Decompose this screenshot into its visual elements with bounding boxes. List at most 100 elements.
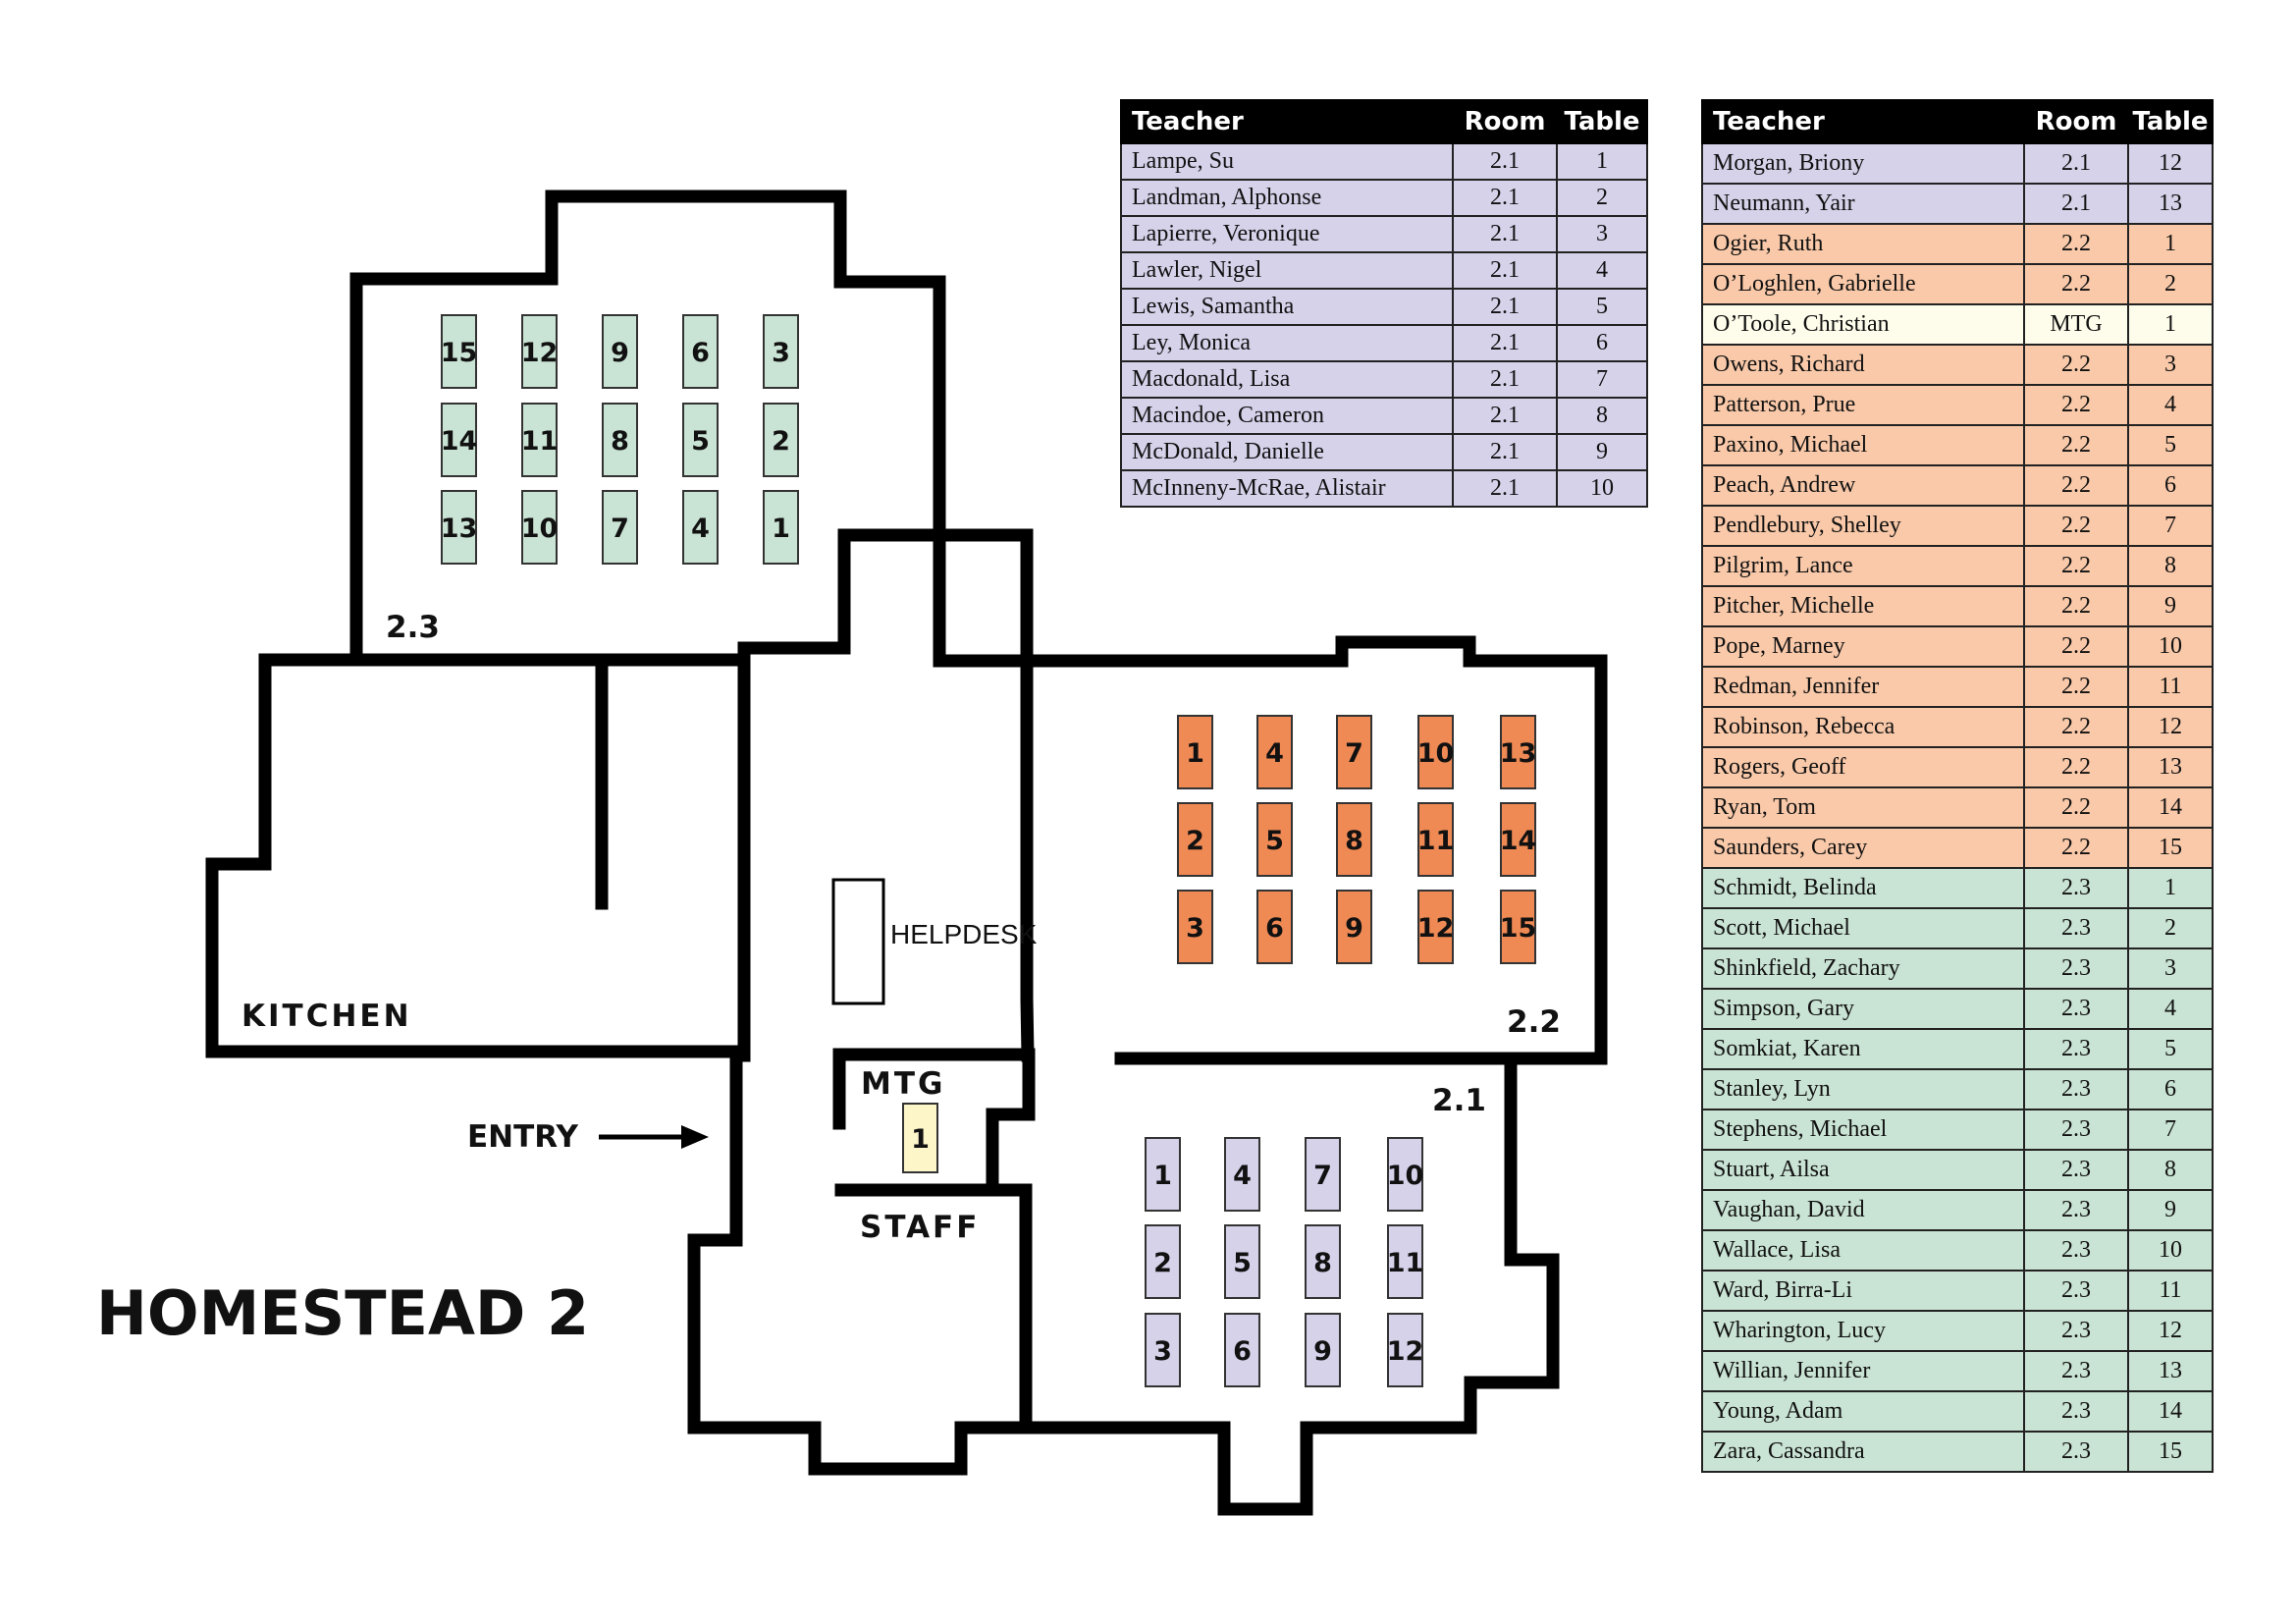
teacher-cell: Stuart, Ailsa <box>1701 1149 2025 1191</box>
teacher-cell: Pendlebury, Shelley <box>1701 505 2025 547</box>
teacher-cell: Wharington, Lucy <box>1701 1310 2025 1352</box>
room-23-table-12 <box>521 314 558 389</box>
table-cell: 11 <box>2127 666 2214 708</box>
room-cell: 2.2 <box>2023 545 2129 587</box>
room-21-table-11 <box>1387 1224 1423 1299</box>
room-21-table-number: 11 <box>1387 1248 1424 1278</box>
west-wall <box>205 653 1033 1476</box>
room-header: Room <box>2023 99 2129 144</box>
teacher-cell: Landman, Alphonse <box>1120 179 1454 217</box>
table-cell: 1 <box>2127 223 2214 265</box>
teacher-cell: Ley, Monica <box>1120 324 1454 362</box>
room-21-table-2 <box>1145 1224 1181 1299</box>
room-22-table-number: 4 <box>1265 738 1284 769</box>
teacher-cell: Pitcher, Michelle <box>1701 585 2025 627</box>
teacher-cell: Zara, Cassandra <box>1701 1431 2025 1473</box>
room-23-table-number: 5 <box>691 426 710 457</box>
room-cell: 2.2 <box>2023 585 2129 627</box>
room-23-table-number: 2 <box>772 426 790 457</box>
table-cell: 9 <box>2127 1189 2214 1231</box>
room-cell: 2.3 <box>2023 1028 2129 1070</box>
room-21-table-number: 4 <box>1233 1161 1252 1191</box>
teacher-cell: Wallace, Lisa <box>1701 1229 2025 1272</box>
room-21-table-number: 12 <box>1387 1336 1424 1367</box>
table-cell: 14 <box>2127 1390 2214 1433</box>
room-cell: 2.3 <box>2023 1109 2129 1151</box>
room-23-wall <box>349 189 1608 1065</box>
room-21-table-6 <box>1224 1313 1260 1387</box>
table-cell: 1 <box>2127 303 2214 346</box>
room-23-table-number: 6 <box>691 338 710 368</box>
room-header: Room <box>1452 99 1558 144</box>
room-21-table-number: 7 <box>1313 1161 1332 1191</box>
room-23-table-15 <box>441 314 477 389</box>
room-23-table-number: 1 <box>772 514 790 544</box>
table-cell: 11 <box>2127 1270 2214 1312</box>
room-21-table-number: 6 <box>1233 1336 1252 1367</box>
table-cell: 9 <box>1556 433 1648 471</box>
room-21-table-number: 8 <box>1313 1248 1332 1278</box>
room-cell: 2.2 <box>2023 786 2129 829</box>
room-23-table-number: 10 <box>521 514 559 544</box>
room-cell: 2.1 <box>1452 469 1558 508</box>
mtg-wall <box>832 1048 1036 1195</box>
room-21-table-number: 10 <box>1387 1161 1424 1191</box>
room-22-table-number: 13 <box>1500 738 1537 769</box>
table-cell: 12 <box>2127 706 2214 748</box>
mtg-table-number: 1 <box>911 1124 930 1155</box>
room-22-table-11 <box>1417 802 1454 877</box>
room-21-table-4 <box>1224 1137 1260 1212</box>
teacher-cell: Lawler, Nigel <box>1120 251 1454 290</box>
teacher-cell: Robinson, Rebecca <box>1701 706 2025 748</box>
room-22-table-1 <box>1177 715 1213 789</box>
room-22-table-5 <box>1256 802 1293 877</box>
room-cell: 2.3 <box>2023 1350 2129 1392</box>
teacher-cell: Stanley, Lyn <box>1701 1068 2025 1110</box>
room-22-table-number: 8 <box>1345 826 1363 856</box>
room-23-table-number: 4 <box>691 514 710 544</box>
teacher-cell: Saunders, Carey <box>1701 827 2025 869</box>
table-cell: 3 <box>2127 947 2214 990</box>
room-cell: 2.1 <box>1452 360 1558 399</box>
teacher-cell: Pilgrim, Lance <box>1701 545 2025 587</box>
teacher-cell: Paxino, Michael <box>1701 424 2025 466</box>
room-cell: 2.1 <box>1452 215 1558 253</box>
teacher-cell: Morgan, Briony <box>1701 142 2025 185</box>
room-cell: 2.1 <box>1452 251 1558 290</box>
room-22-table-10 <box>1417 715 1454 789</box>
table-cell: 13 <box>2127 183 2214 225</box>
room-22-table-3 <box>1177 890 1213 964</box>
room-cell: 2.3 <box>2023 907 2129 949</box>
teacher-cell: Peach, Andrew <box>1701 464 2025 507</box>
teacher-cell: Shinkfield, Zachary <box>1701 947 2025 990</box>
table-cell: 3 <box>2127 344 2214 386</box>
teacher-header: Teacher <box>1701 99 2025 144</box>
room-23-table-13 <box>441 490 477 565</box>
room-22-table-9 <box>1336 890 1372 964</box>
room-cell: 2.3 <box>2023 1149 2129 1191</box>
room-cell: 2.2 <box>2023 625 2129 668</box>
room-cell: 2.3 <box>2023 1189 2129 1231</box>
helpdesk-label: HELPDESK <box>890 919 1038 949</box>
room-22-table-number: 11 <box>1417 826 1455 856</box>
room-cell: 2.3 <box>2023 1390 2129 1433</box>
room-21-table-3 <box>1145 1313 1181 1387</box>
table-cell: 8 <box>2127 1149 2214 1191</box>
room-23-table-number: 15 <box>441 338 478 368</box>
room-22-table-number: 1 <box>1186 738 1204 769</box>
room-cell: 2.2 <box>2023 263 2129 305</box>
